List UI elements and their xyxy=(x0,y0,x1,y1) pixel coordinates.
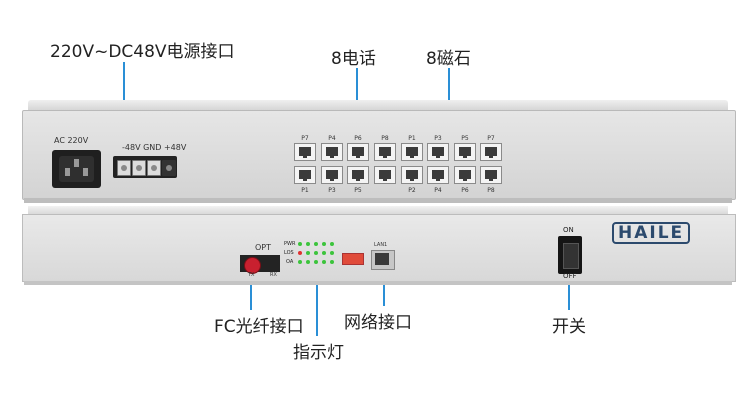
phone-port[interactable] xyxy=(294,166,316,184)
rear-panel-bottom-edge xyxy=(24,198,732,203)
led-indicator xyxy=(314,260,318,264)
led-indicator xyxy=(330,251,334,255)
led-indicator xyxy=(298,242,302,246)
magneto-ports-callout: 8磁石 xyxy=(426,49,471,69)
phone-port[interactable] xyxy=(374,166,396,184)
magneto-top-label: P3 xyxy=(434,135,442,142)
led-indicator xyxy=(314,242,318,246)
magneto-port[interactable] xyxy=(427,143,449,161)
phone-port[interactable] xyxy=(347,166,369,184)
indicator-callout-line xyxy=(316,262,318,336)
magneto-port[interactable] xyxy=(454,143,476,161)
on-label: ON xyxy=(563,226,574,234)
fc-port-cap xyxy=(244,257,261,274)
phone-ports-callout: 8电话 xyxy=(331,49,376,69)
led-indicator xyxy=(298,260,302,264)
led-indicator xyxy=(314,251,318,255)
magneto-port[interactable] xyxy=(401,166,423,184)
dc-screw-gnd xyxy=(132,160,146,176)
front-panel-top-edge xyxy=(28,206,728,214)
opt-label: OPT xyxy=(255,243,272,252)
magneto-port[interactable] xyxy=(480,166,502,184)
phone-port[interactable] xyxy=(294,143,316,161)
network-interface-callout: 网络接口 xyxy=(344,313,412,333)
magneto-bottom-label: P8 xyxy=(487,187,495,194)
ac-label: AC 220V xyxy=(54,136,89,145)
switch-callout-line xyxy=(568,262,570,310)
magneto-callout-line xyxy=(448,68,450,112)
indicator-callout: 指示灯 xyxy=(293,343,344,363)
phone-port[interactable] xyxy=(321,166,343,184)
phone-top-label: P8 xyxy=(381,135,389,142)
lan-label: LAN1 xyxy=(374,242,388,248)
fc-callout-line xyxy=(250,266,252,310)
magneto-bottom-label: P2 xyxy=(408,187,416,194)
phone-top-label: P4 xyxy=(328,135,336,142)
power-switch-rocker xyxy=(563,243,579,269)
magneto-port[interactable] xyxy=(427,166,449,184)
magneto-top-label: P1 xyxy=(408,135,416,142)
phone-top-label: P6 xyxy=(354,135,362,142)
dc-screw-extra xyxy=(162,160,176,176)
switch-callout: 开关 xyxy=(552,317,586,337)
rx-label: RX xyxy=(270,272,277,278)
magneto-port[interactable] xyxy=(480,143,502,161)
phone-port[interactable] xyxy=(374,143,396,161)
phone-port[interactable] xyxy=(321,143,343,161)
lan-port-inner xyxy=(375,253,389,265)
off-label: OFF xyxy=(563,272,577,280)
rear-panel-top-edge xyxy=(28,100,728,110)
magneto-bottom-label: P6 xyxy=(461,187,469,194)
led-indicator xyxy=(298,251,302,255)
magneto-top-label: P7 xyxy=(487,135,495,142)
dip-switch[interactable] xyxy=(342,253,364,265)
magneto-top-label: P5 xyxy=(461,135,469,142)
magneto-port[interactable] xyxy=(401,143,423,161)
magneto-bottom-label: P4 xyxy=(434,187,442,194)
led-indicator xyxy=(330,242,334,246)
magneto-port[interactable] xyxy=(454,166,476,184)
led-indicator xyxy=(322,251,326,255)
dc-screw-pos xyxy=(147,160,161,176)
dc-screw-neg xyxy=(117,160,131,176)
phone-port[interactable] xyxy=(347,143,369,161)
power-interface-callout: 220V~DC48V电源接口 xyxy=(50,42,235,62)
led-indicator xyxy=(306,242,310,246)
phone-bottom-label: P3 xyxy=(328,187,336,194)
brand-text: HAILE xyxy=(612,222,691,244)
ac-pin-top xyxy=(74,159,79,167)
dc-label: -48V GND +48V xyxy=(122,143,187,152)
led-row-label: OA xyxy=(286,259,294,265)
brand-logo: HAILE xyxy=(612,222,710,244)
phone-top-label: P7 xyxy=(301,135,309,142)
led-row-label: PWR xyxy=(284,241,296,247)
led-indicator xyxy=(330,260,334,264)
ac-pin-left xyxy=(65,168,70,176)
power-callout-line xyxy=(123,62,125,110)
ac-pin-right xyxy=(83,168,88,176)
dc-terminal-block[interactable] xyxy=(113,156,177,178)
led-indicator xyxy=(322,242,326,246)
led-indicator xyxy=(322,260,326,264)
phone-bottom-label: P1 xyxy=(301,187,309,194)
led-row-label: LOS xyxy=(284,250,294,256)
fc-fiber-callout: FC光纤接口 xyxy=(214,317,304,337)
front-panel-bottom-edge xyxy=(24,281,732,285)
phone-bottom-label: P5 xyxy=(354,187,362,194)
led-indicator xyxy=(306,260,310,264)
led-indicator xyxy=(306,251,310,255)
tx-label: TX xyxy=(248,272,255,278)
ac-socket-inner xyxy=(59,156,94,182)
phone-callout-line xyxy=(356,68,358,112)
